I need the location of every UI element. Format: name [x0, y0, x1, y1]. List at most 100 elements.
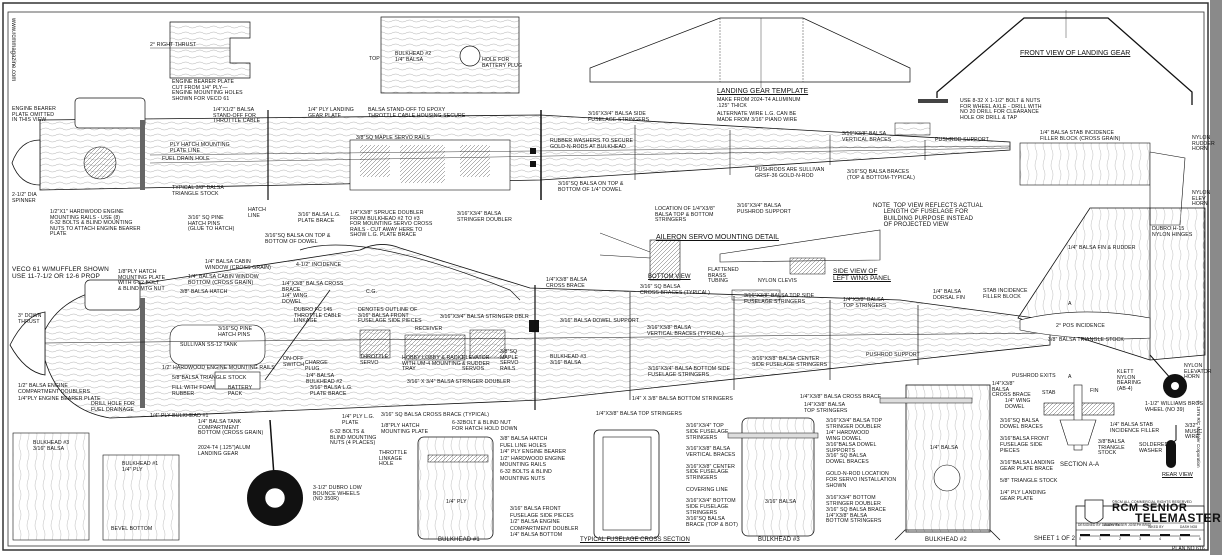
- section-triangle-label: 3/8"BALSA TRIANGLE STOCK: [1098, 439, 1125, 457]
- blind-nuts-label: 6-32 BOLTS & BLIND MOUNTING NUTS (4 PLAC…: [330, 429, 377, 447]
- ply-bearer-plate-note: 1/4"PLY ENGINE BEARER PLATE: [18, 396, 101, 402]
- cross-brace2-note: 1/4"X3/8" BALSA CROSS BRACE: [546, 277, 588, 289]
- b3-cross-label: 1/4"X3/8" BALSA CROSS BRACE: [800, 394, 882, 400]
- engine-doublers-note: 1/2" BALSA ENGINE COMPARTMENT DOUBLERS: [18, 383, 91, 395]
- bulkhead2-side-label: 1/4" BALSA BULKHEAD #2: [306, 373, 343, 385]
- bulkhead1-title: BULKHEAD #1: [438, 537, 480, 543]
- nylon-clevis-note: NYLON CLEVIS: [758, 278, 797, 284]
- pushrod-support-note: PUSHROD SUPPORT: [935, 137, 989, 143]
- cross-braces-typ-label: 3/16" SQ BALSA CROSS BRACES (TYPICAL): [640, 284, 710, 296]
- balsa-on-dowel-note: 3/16"SQ BALSA ON TOP & BOTTOM OF 1/4" DO…: [558, 181, 624, 193]
- maple-servo-rails-note: 3/8"SQ MAPLE SERVO RAILS: [356, 135, 430, 141]
- bevel-bottom-label: BEVEL BOTTOM: [111, 526, 153, 532]
- plan-title-line1: RCM SENIOR: [1112, 502, 1188, 514]
- bulkhead3-drawing: [727, 417, 819, 537]
- b2-balsa-label: 1/4" BALSA: [930, 445, 959, 451]
- section-stab-label: STAB: [1042, 390, 1056, 396]
- lg-template-note1: MAKE FROM 2024-T4 ALUMINUM .125" THICK: [717, 97, 801, 109]
- tank-note: SULLIVAN SS-12 TANK: [180, 342, 238, 348]
- wing-dowel-note: 1/4" WING DOWEL: [282, 293, 308, 305]
- dash-label: DASH NO8: [1180, 525, 1198, 529]
- cg-mark: C.G.: [366, 289, 378, 295]
- hatch-line-note: HATCH LINE: [248, 207, 266, 219]
- title-block: [1075, 499, 1205, 547]
- copyright-notice: ©RCM ALL COMMERCIAL RIGHTS RESERVED: [1112, 500, 1192, 504]
- location-stringers-note: LOCATION OF 1/4"X3/8" BALSA TOP & BOTTOM…: [655, 206, 715, 224]
- top-stringers-label: 1/4"X3/8" BALSA TOP STRINGERS: [843, 297, 887, 309]
- vertical-braces-note: 3/16"X3/8" BALSA VERTICAL BRACES: [842, 131, 892, 143]
- charge-plug-label: CHARGE PLUG: [305, 360, 328, 372]
- down-thrust-note: 3° DOWN THRUST: [18, 313, 42, 325]
- section-mark-bottom: A: [1068, 374, 1072, 380]
- elev-horn-note: NYLON ELEV HORN: [1192, 190, 1211, 208]
- klett-bearing-label: KLETT NYLON BEARING (AB-4): [1117, 369, 1142, 392]
- b2-dowel-label: 1/4" WING DOWEL: [1005, 398, 1031, 410]
- bulkhead2-top-marker: TOP: [369, 56, 380, 62]
- plan-title-line2: TELEMASTER: [1135, 511, 1222, 525]
- rudder-horn-note: NYLON RUDDER HORN: [1192, 135, 1215, 153]
- rcm-crest-icon: [1084, 499, 1104, 524]
- sheet-number: SHEET 1 OF 2: [1034, 536, 1076, 542]
- b1-items2-label: 3/16" BALSA FRONT FUSELAGE SIDE PIECES 1…: [510, 506, 579, 539]
- stringer-doubler-note: 3/16"X3/4" BALSA STRINGER DOUBLER: [457, 211, 512, 223]
- fuel-drain-note: FUEL DRAIN HOLE: [162, 156, 210, 162]
- pine-hatch-pins2-note: 3/16"SQ PINE HATCH PINS: [218, 326, 253, 338]
- receiver-label: RECEIVER: [415, 326, 443, 332]
- front-view-landing-gear: [918, 10, 1193, 105]
- fuselage-cross-section-drawing: [593, 429, 660, 539]
- tank-bottom-label: 1/4" BALSA TANK COMPARTMENT BOTTOM (CROS…: [198, 419, 264, 437]
- b3-items-label: 3/16"X3/4" BALSA TOP STRINGER DOUBLER 1/…: [826, 418, 897, 525]
- scale-segment: [1100, 534, 1110, 536]
- tail-wheel-label: 1-1/2" WILLIAMS BROS WHEEL (NO 39): [1145, 401, 1204, 413]
- bulkhead2-top-detail: [380, 16, 520, 94]
- bottom-side-stringers-label: 3/16"X3/4" BALSA BOTTOM SIDE FUSELAGE ST…: [648, 366, 731, 378]
- scan-edge: [1210, 0, 1222, 555]
- scale-tick-label: 0: [1079, 537, 1082, 541]
- b2-cross-label: 1/4"X3/8" BALSA CROSS BRACE: [992, 381, 1031, 399]
- bulkhead3-title: BULKHEAD #3: [758, 537, 800, 543]
- designed-by-label: DESIGNED BY DRAWN BY: [1078, 523, 1120, 527]
- battery-plug-note: HOLE FOR BATTERY PLUG: [482, 57, 523, 69]
- section-fin-label: FIN: [1090, 388, 1099, 394]
- soldered-washer-label: SOLDERED WASHER: [1139, 442, 1169, 454]
- battery-pack-note: BATTERY PACK: [228, 385, 253, 397]
- landing-gear-template-title: LANDING GEAR TEMPLATE: [717, 88, 809, 95]
- designer-names: ALEX FRASER JOSEPH BRIDI: [1104, 523, 1152, 527]
- side-stringers-note: 3/16"X3/4" BALSA SIDE FUSELAGE STRINGERS: [588, 111, 650, 123]
- bulkhead1-drawing: [417, 436, 494, 540]
- rubber-washers-note: RUBBER WASHERS TO SECURE GOLD-N-RODS AT …: [550, 138, 634, 150]
- elevator-horn-label: NYLON ELEVATOR HORN: [1184, 363, 1212, 381]
- rear-view-drawing: [1166, 425, 1177, 468]
- foam-fill-note: FILL WITH FOAM RUBBER: [172, 385, 215, 397]
- cabin-window-bottom-note: 1/4" BALSA CABIN WINDOW BOTTOM (CROSS GR…: [188, 274, 259, 286]
- scale-tick-label: 2: [1119, 537, 1122, 541]
- tank-outline: [169, 324, 266, 366]
- bottom-stringers-label: 1/4" X 3/8" BALSA BOTTOM STRINGERS: [632, 396, 733, 402]
- b3-top-label: 1/4"X3/8" BALSA TOP STRINGERS: [804, 402, 848, 414]
- balsa-hatch-note: 3/8" BALSA HATCH: [180, 289, 228, 295]
- sq-braces-note: 3/16"SQ BALSA BRACES (TOP & BOTTOM-TYPIC…: [847, 169, 915, 181]
- scale-segment: [1160, 534, 1170, 536]
- pushrod-exits-label: PUSHROD EXITS: [1012, 373, 1056, 379]
- ply-lg-plate-label: 1/4" PLY L.G. PLATE: [342, 414, 375, 426]
- b1-hatch-plate-label: 1/8"PLY HATCH MOUNTING PLATE: [381, 423, 429, 435]
- pushrod-support-side-label: PUSHROD SUPPORT: [866, 352, 920, 358]
- incidence-note: 4-1/2" INCIDENCE: [296, 262, 342, 268]
- battery-pack-box: [214, 371, 261, 390]
- pushrod-support-part-note: 3/16"X3/4" BALSA PUSHROD SUPPORT: [737, 203, 791, 215]
- engine-rails-note: 1/2" HARDWOOD ENGINE MOUNTING RAILS: [162, 365, 275, 371]
- landing-gear-template: [589, 17, 911, 88]
- cross-brace-typ-label: 3/16" SQ BALSA CROSS BRACE (TYPICAL): [381, 412, 490, 418]
- cabin-window-note: 1/4" BALSA CABIN WINDOW (CROSS GRAIN): [205, 259, 271, 271]
- scale-segment: [1120, 534, 1130, 536]
- stab-filler-note: 1/4" BALSA STAB INCIDENCE FILLER BLOCK (…: [1040, 130, 1121, 142]
- b1-ply-label: 1/4" PLY: [446, 499, 467, 505]
- right-thrust-note: 2° RIGHT THRUST: [150, 42, 197, 48]
- b2-items-label: 3/16"SQ BALSA DOWEL BRACES 3/16"BALSA FR…: [1000, 418, 1058, 502]
- stab-incidence: [1019, 311, 1151, 340]
- b1-bolt-label: 6-32BOLT & BLIND NUT FOR HATCH HOLD DOWN: [452, 420, 518, 432]
- scale-segment: [1140, 534, 1150, 536]
- engine-top: [74, 97, 146, 129]
- axle-bolt-note: USE 8-32 X 1-1/2" BOLT & NUTS FOR WHEEL …: [960, 98, 1042, 121]
